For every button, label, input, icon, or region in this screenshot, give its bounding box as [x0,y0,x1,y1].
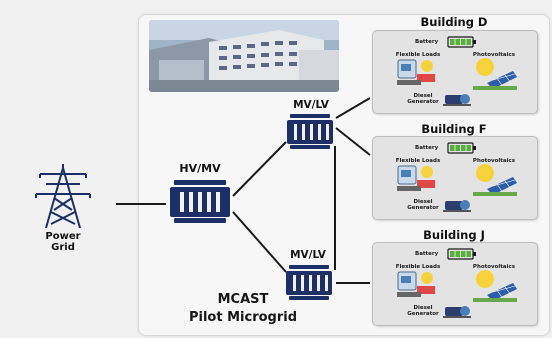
flexible-loads-label: Flexible Loads [395,264,441,270]
diesel-generator-icon [443,306,471,318]
microgrid-title: MCAST Pilot Microgrid [188,292,298,325]
building-f-title: Building F [421,122,487,136]
building-f-box: Battery Flexible Loads Photovoltaics Die… [372,136,538,220]
mv-lv-bottom-label: MV/LV [290,249,326,261]
mv-lv-top-transformer-icon [285,114,335,154]
battery-icon [447,142,476,154]
diesel-generator-icon [443,94,471,106]
building-d-box: Battery Flexible Loads Photovoltaics Die… [372,30,538,114]
flexible-loads-icon [397,271,435,297]
photovoltaics-label: Photovoltaics [472,158,516,164]
flexible-loads-icon [397,165,435,191]
hv-mv-transformer-icon [168,180,232,228]
battery-icon [447,248,476,260]
diesel-generator-label: Diesel Generator [407,199,439,211]
battery-label: Battery [415,39,439,45]
flexible-loads-icon [397,59,435,85]
mv-lv-bottom-transformer-icon [284,265,334,305]
hv-mv-label: HV/MV [179,162,221,175]
photovoltaics-label: Photovoltaics [472,52,516,58]
photovoltaics-label: Photovoltaics [472,264,516,270]
building-j-title: Building J [423,228,485,242]
diesel-generator-icon [443,200,471,212]
flexible-loads-label: Flexible Loads [395,52,441,58]
building-d-title: Building D [420,15,488,29]
flexible-loads-label: Flexible Loads [395,158,441,164]
mv-lv-top-label: MV/LV [293,99,329,111]
diesel-generator-label: Diesel Generator [407,93,439,105]
power-grid-label: Power Grid [45,231,81,253]
photovoltaics-icon [473,270,517,302]
building-j-box: Battery Flexible Loads Photovoltaics Die… [372,242,538,326]
battery-label: Battery [415,251,439,257]
photovoltaics-icon [473,164,517,196]
battery-icon [447,36,476,48]
photovoltaics-icon [473,58,517,90]
power-grid-tower-icon [32,162,94,234]
campus-photo [149,20,339,92]
diesel-generator-label: Diesel Generator [407,305,439,317]
battery-label: Battery [415,145,439,151]
